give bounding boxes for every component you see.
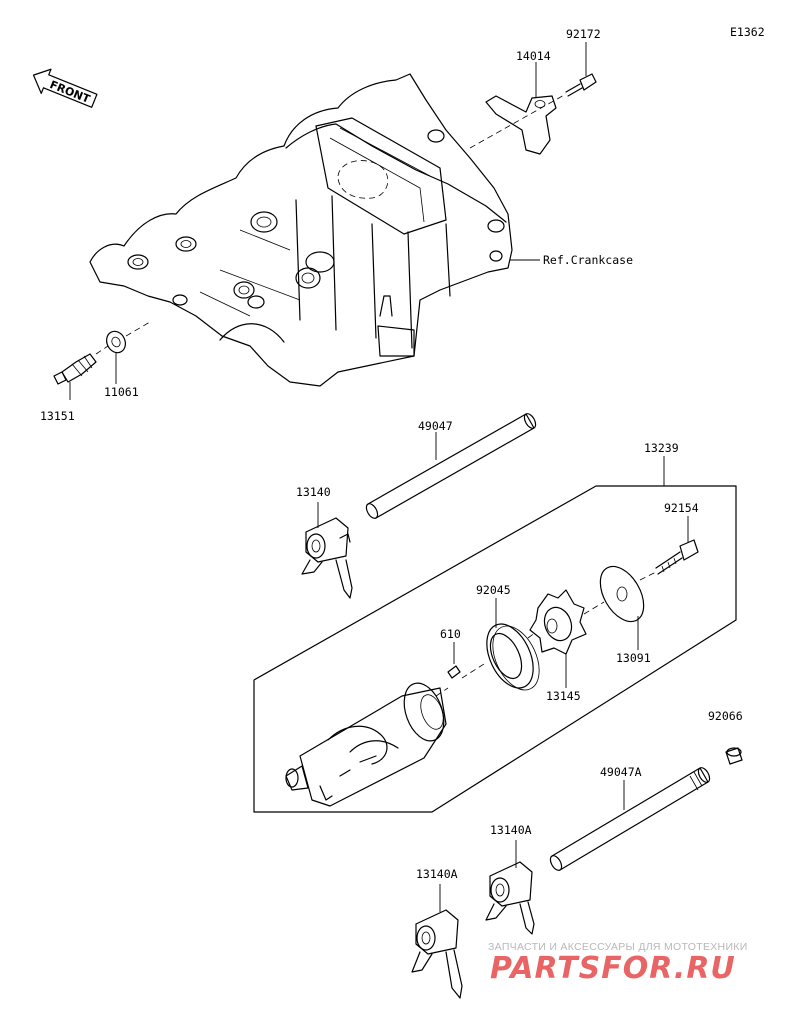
ref-crankcase-label: Ref.Crankcase bbox=[543, 253, 633, 267]
washer-11061 bbox=[106, 330, 126, 354]
label-14014: 14014 bbox=[516, 49, 551, 63]
shift-rod-49047A bbox=[549, 767, 711, 871]
front-arrow-icon: FRONT bbox=[32, 68, 98, 108]
label-13091: 13091 bbox=[616, 651, 651, 665]
crankcase-illustration bbox=[89, 73, 513, 387]
shift-rod-49047 bbox=[365, 413, 537, 519]
label-13239: 13239 bbox=[644, 441, 679, 455]
pin-610 bbox=[447, 665, 461, 679]
label-13145: 13145 bbox=[546, 689, 581, 703]
label-49047A: 49047A bbox=[600, 765, 642, 779]
shift-fork-13140A-right bbox=[485, 861, 535, 935]
label-92172: 92172 bbox=[566, 27, 601, 41]
shift-fork-13140 bbox=[301, 517, 353, 599]
switch-13151 bbox=[53, 353, 97, 385]
label-49047: 49047 bbox=[418, 419, 453, 433]
shift-drum bbox=[285, 682, 447, 807]
bearing-92045 bbox=[486, 623, 540, 691]
bolt-92172 bbox=[565, 73, 597, 97]
diagram-code: E1362 bbox=[730, 25, 765, 39]
label-13140A-left: 13140A bbox=[416, 867, 458, 881]
cam-plate-13145 bbox=[529, 589, 587, 655]
label-610: 610 bbox=[440, 627, 461, 641]
watermark-tagline: ЗАПЧАСТИ И АКСЕССУАРЫ ДЛЯ МОТОТЕХНИКИ bbox=[488, 941, 748, 953]
assembly-box-13239 bbox=[253, 485, 737, 813]
plate-13091 bbox=[599, 565, 645, 623]
label-13140: 13140 bbox=[296, 485, 331, 499]
label-92066: 92066 bbox=[708, 709, 743, 723]
label-11061: 11061 bbox=[104, 385, 139, 399]
front-label: FRONT bbox=[48, 78, 92, 106]
plug-92066 bbox=[725, 747, 743, 765]
shift-fork-13140A-left bbox=[411, 909, 463, 999]
bracket-14014 bbox=[485, 95, 557, 155]
label-13140A-right: 13140A bbox=[490, 823, 532, 837]
bolt-92154 bbox=[655, 539, 699, 575]
label-92045: 92045 bbox=[476, 583, 511, 597]
label-13151: 13151 bbox=[40, 409, 75, 423]
label-92154: 92154 bbox=[664, 501, 699, 515]
watermark-logo: PARTSFOR.RU bbox=[490, 951, 736, 986]
